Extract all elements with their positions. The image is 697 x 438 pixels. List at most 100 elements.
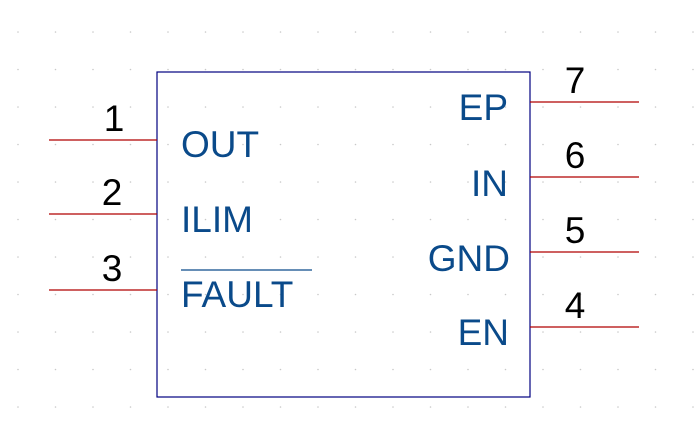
grid-dot <box>429 218 432 221</box>
grid-dot <box>542 331 544 333</box>
grid-dot <box>92 31 94 33</box>
pin-6-number: 6 <box>565 135 586 176</box>
grid-dot <box>654 181 657 183</box>
grid-dot <box>354 256 357 258</box>
grid-dot <box>129 331 132 333</box>
grid-dot <box>579 181 582 183</box>
grid-dot <box>354 181 357 183</box>
grid-dot <box>204 368 207 371</box>
grid-dot <box>392 331 394 333</box>
grid-dot <box>542 256 544 258</box>
grid-dot <box>317 406 319 408</box>
grid-dot <box>129 143 132 146</box>
grid-dot <box>242 143 244 146</box>
ic-body <box>156 71 531 398</box>
grid-dot <box>17 143 19 146</box>
grid-dot <box>429 368 432 371</box>
grid-dot <box>654 106 657 108</box>
grid-dot <box>92 68 94 71</box>
grid-dot <box>54 106 57 108</box>
grid-dot <box>354 68 357 71</box>
grid-dot <box>92 181 94 183</box>
grid-dot <box>129 68 132 71</box>
grid-dot <box>167 143 169 146</box>
grid-dot <box>504 106 507 108</box>
grid-dot <box>354 143 357 146</box>
grid-dot <box>617 218 619 221</box>
grid-dot <box>167 181 169 183</box>
grid-dot <box>279 293 282 296</box>
grid-dot <box>204 181 207 183</box>
grid-dot <box>504 331 507 333</box>
grid-dot <box>167 218 169 221</box>
grid-dot <box>692 331 694 333</box>
grid-dot <box>504 68 507 71</box>
grid-dot <box>204 68 207 71</box>
grid-dot <box>429 293 432 296</box>
grid-dot <box>504 368 507 371</box>
grid-dot <box>654 143 657 146</box>
grid-dot <box>654 293 657 296</box>
grid-dot <box>392 256 394 258</box>
grid-dot <box>654 331 657 333</box>
grid-dot <box>429 256 432 258</box>
grid-dot <box>617 181 619 183</box>
grid-dot <box>354 368 357 371</box>
grid-dot <box>129 256 132 258</box>
grid-dot <box>317 218 319 221</box>
grid-dot <box>504 218 507 221</box>
grid-dot <box>504 406 507 408</box>
pin-2-name: ILIM <box>181 199 253 240</box>
grid-dot <box>92 331 94 333</box>
grid-dot <box>242 368 244 371</box>
pin-5-name: GND <box>428 238 510 279</box>
grid-dot <box>542 406 544 408</box>
grid-dot <box>279 181 282 183</box>
grid-dot <box>617 31 619 33</box>
grid-dot <box>354 31 357 33</box>
grid-dot <box>467 293 469 296</box>
grid-dot <box>392 368 394 371</box>
grid-dot <box>204 106 207 108</box>
pin-5-number: 5 <box>565 210 586 251</box>
grid-dot <box>317 181 319 183</box>
grid-dot <box>467 31 469 33</box>
grid-dot <box>167 68 169 71</box>
grid-dot <box>429 68 432 71</box>
grid-dot <box>129 181 132 183</box>
grid-dot <box>54 406 57 408</box>
grid-dot <box>92 143 94 146</box>
grid-dot <box>654 406 657 408</box>
grid-dot <box>617 106 619 108</box>
grid-dots <box>17 31 694 408</box>
grid-dot <box>92 106 94 108</box>
grid-dot <box>242 331 244 333</box>
grid-dot <box>542 106 544 108</box>
grid-dot <box>692 181 694 183</box>
grid-dot <box>654 31 657 33</box>
grid-dot <box>692 256 694 258</box>
grid-dot <box>617 68 619 71</box>
grid-dot <box>242 293 244 296</box>
grid-dot <box>17 181 19 183</box>
grid-dot <box>167 368 169 371</box>
grid-dot <box>429 406 432 408</box>
grid-dot <box>129 406 132 408</box>
grid-dot <box>542 143 544 146</box>
grid-dot <box>54 256 57 258</box>
grid-dot <box>467 368 469 371</box>
grid-dot <box>579 331 582 333</box>
grid-dot <box>279 368 282 371</box>
grid-dot <box>54 331 57 333</box>
grid-dot <box>242 256 244 258</box>
grid-dot <box>167 293 169 296</box>
grid-dot <box>579 406 582 408</box>
grid-dot <box>392 181 394 183</box>
grid-dot <box>317 256 319 258</box>
grid-dot <box>467 68 469 71</box>
grid-dot <box>54 181 57 183</box>
grid-dot <box>54 368 57 371</box>
grid-dot <box>467 181 469 183</box>
pin-1-name: OUT <box>181 124 259 165</box>
